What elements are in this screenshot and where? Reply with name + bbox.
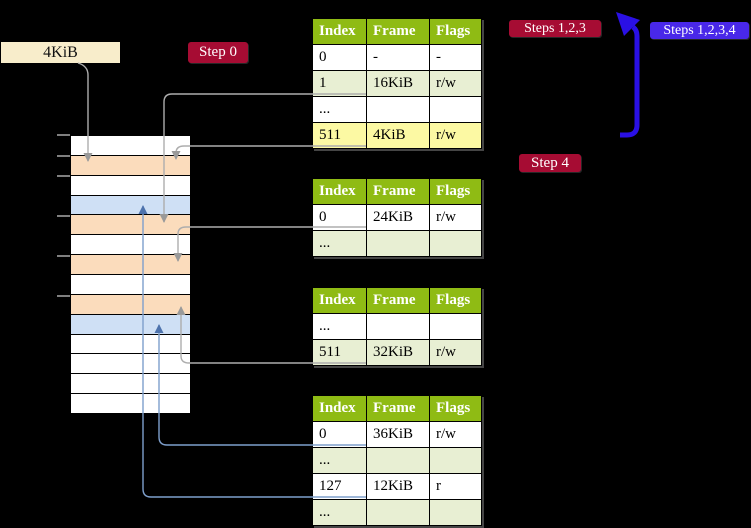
- physical-memory-stack: [70, 135, 191, 414]
- frame-cell-orange: [71, 155, 190, 176]
- frame-cell-white: [71, 136, 190, 156]
- table-cell: [366, 313, 430, 340]
- column-header-index: Index: [312, 287, 367, 314]
- table-cell: r/w: [429, 204, 482, 231]
- column-header-frame: Frame: [366, 287, 430, 314]
- table-cell: 0: [312, 44, 367, 71]
- column-header-frame: Frame: [366, 395, 430, 422]
- table-cell: [366, 96, 430, 123]
- column-header-frame: Frame: [366, 18, 430, 45]
- table-cell: r/w: [429, 339, 482, 366]
- frame-cell-white: [71, 334, 190, 355]
- table-cell: r/w: [429, 421, 482, 448]
- table-cell: 511: [312, 122, 367, 149]
- table-cell: [366, 447, 430, 474]
- frame-cell-blue: [71, 314, 190, 335]
- table-cell: 24KiB: [366, 204, 430, 231]
- axis-tick: [57, 295, 70, 297]
- steps123-badge: Steps 1,2,3: [509, 20, 601, 37]
- frame-cell-white: [71, 374, 190, 395]
- column-header-flags: Flags: [429, 178, 482, 205]
- table-cell: 0: [312, 421, 367, 448]
- table-cell: r/w: [429, 70, 482, 97]
- table-row: 0--: [312, 44, 482, 71]
- table-cell: r: [429, 473, 482, 500]
- table-cell: 36KiB: [366, 421, 430, 448]
- table-cell: ...: [312, 230, 367, 257]
- table-cell: [366, 230, 430, 257]
- table-cell: [429, 499, 482, 526]
- table-cell: [429, 230, 482, 257]
- column-header-flags: Flags: [429, 395, 482, 422]
- frame-cell-white: [71, 235, 190, 256]
- table-row: ...: [312, 313, 482, 340]
- table-cell: r/w: [429, 122, 482, 149]
- table-cell: 4KiB: [366, 122, 430, 149]
- recursive-loop-arrowhead: [616, 12, 640, 36]
- frame-cell-white: [71, 354, 190, 375]
- frame-cell-white: [71, 175, 190, 196]
- frame-cell-orange: [71, 255, 190, 276]
- recursive-loop-arrow: [620, 25, 640, 138]
- table-cell: 127: [312, 473, 367, 500]
- table-cell: ...: [312, 313, 367, 340]
- column-header-index: Index: [312, 395, 367, 422]
- table-cell: 511: [312, 339, 367, 366]
- step0-badge: Step 0: [188, 42, 248, 63]
- axis-tick: [57, 134, 70, 136]
- steps1234-badge-text: Steps 1,2,3,4: [663, 22, 736, 38]
- axis-tick: [57, 155, 70, 157]
- step0-badge-text: Step 0: [199, 44, 237, 60]
- table-cell: ...: [312, 96, 367, 123]
- column-header-index: Index: [312, 18, 367, 45]
- table-cell: ...: [312, 499, 367, 526]
- axis-tick: [57, 175, 70, 177]
- table-cell: -: [366, 44, 430, 71]
- column-header-frame: Frame: [366, 178, 430, 205]
- axis-tick: [57, 215, 70, 217]
- table-row: ...: [312, 499, 482, 526]
- table-cell: [429, 313, 482, 340]
- table-cell: -: [429, 44, 482, 71]
- frame-cell-orange: [71, 294, 190, 315]
- frame-cell-orange: [71, 215, 190, 236]
- step4-badge-text: Step 4: [531, 154, 569, 171]
- step4-badge: Step 4: [519, 154, 581, 172]
- table-row: ...: [312, 230, 482, 257]
- table-row: ...: [312, 96, 482, 123]
- table-cell: [366, 499, 430, 526]
- frame-cell-white: [71, 394, 190, 414]
- table-cell: 32KiB: [366, 339, 430, 366]
- table-cell: 12KiB: [366, 473, 430, 500]
- frame-cell-blue: [71, 195, 190, 216]
- table-cell: [429, 96, 482, 123]
- frame-address-text: 4KiB: [43, 43, 78, 61]
- steps1234-badge: Steps 1,2,3,4: [650, 22, 749, 39]
- column-header-flags: Flags: [429, 18, 482, 45]
- column-header-flags: Flags: [429, 287, 482, 314]
- steps123-badge-text: Steps 1,2,3: [524, 20, 586, 36]
- frame-cell-white: [71, 275, 190, 295]
- table-cell: 1: [312, 70, 367, 97]
- axis-tick: [57, 255, 70, 257]
- table-cell: [429, 447, 482, 474]
- table-cell: 16KiB: [366, 70, 430, 97]
- column-header-index: Index: [312, 178, 367, 205]
- frame-address-label: 4KiB: [1, 42, 120, 63]
- table-cell: ...: [312, 447, 367, 474]
- table-cell: 0: [312, 204, 367, 231]
- table-row: ...: [312, 447, 482, 474]
